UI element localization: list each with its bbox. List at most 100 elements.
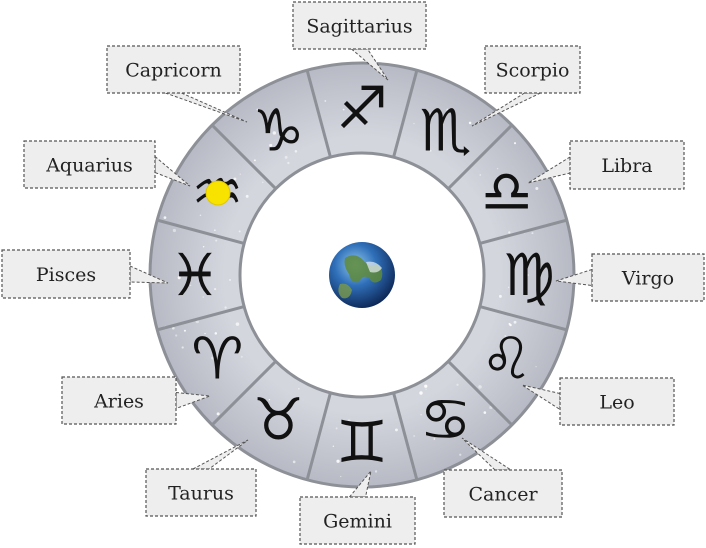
aquarius-label: Aquarius: [45, 155, 133, 177]
star-dot: [456, 383, 459, 386]
star-dot: [204, 332, 206, 335]
star-dot: [235, 322, 240, 326]
callout-box: [292, 1, 427, 50]
star-dot: [292, 460, 296, 464]
star-dot: [430, 112, 433, 115]
star-dot: [433, 438, 436, 440]
virgo-label: Virgo: [621, 268, 674, 290]
sector-divider: [392, 392, 419, 481]
star-dot: [240, 355, 243, 358]
gemini-label: Gemini: [323, 511, 392, 533]
sector-divider: [211, 360, 277, 426]
star-dot: [429, 149, 432, 152]
star-dot: [216, 412, 220, 416]
star-dot: [214, 287, 217, 291]
star-dot: [459, 453, 462, 456]
leo-callout: Leo: [521, 377, 675, 426]
callout-box: [443, 469, 563, 518]
star-dot: [340, 475, 342, 478]
star-dot: [195, 347, 200, 351]
sector-divider: [156, 305, 245, 332]
star-dot: [511, 292, 515, 295]
star-dot: [233, 177, 237, 181]
sun-dot-icon: [205, 180, 231, 206]
sector-divider: [447, 124, 513, 190]
star-dot: [508, 322, 511, 325]
scorpio-callout: Scorpio: [471, 45, 581, 127]
star-dot: [214, 332, 218, 335]
star-dot: [483, 411, 487, 414]
pisces-callout: Pisces: [1, 249, 169, 299]
callout-box: [145, 468, 257, 517]
cancer-glyph-icon: ♋: [420, 386, 472, 454]
leo-glyph-icon: ♌: [481, 325, 533, 393]
star-dot: [211, 356, 215, 360]
star-dot: [256, 108, 259, 111]
star-dot: [515, 188, 519, 192]
virgo-callout: Virgo: [555, 253, 705, 302]
callout-box: [61, 376, 177, 425]
star-dot: [172, 326, 175, 330]
star-dot: [513, 320, 517, 324]
sector-divider: [447, 360, 513, 426]
star-dot: [478, 385, 482, 389]
star-dot: [332, 445, 335, 448]
capricorn-callout: Capricorn: [106, 45, 248, 123]
gemini-callout: Gemini: [299, 470, 416, 545]
callout-pointer: [175, 391, 211, 410]
star-dot: [287, 161, 290, 165]
star-dot: [177, 276, 181, 280]
star-dot: [535, 365, 537, 368]
callout-box: [106, 45, 241, 94]
sagittarius-callout: Sagittarius: [292, 1, 427, 81]
taurus-label: Taurus: [168, 483, 234, 505]
star-dot: [368, 442, 372, 445]
sign-glyphs: ♐♏♎♍♌♋♊♉♈♓♒♑: [169, 74, 555, 476]
callout-box: [569, 140, 685, 190]
star-dot: [374, 470, 378, 473]
callout-pointer: [192, 439, 249, 470]
virgo-glyph-icon: ♍: [503, 241, 555, 309]
taurus-glyph-icon: ♉: [253, 386, 305, 454]
star-dot: [183, 329, 186, 332]
star-dot: [197, 271, 202, 275]
star-dot: [424, 384, 428, 388]
star-dot: [342, 108, 345, 111]
callout-pointer: [348, 470, 372, 498]
star-dot: [446, 108, 449, 112]
callout-box: [484, 45, 581, 94]
star-dot: [262, 181, 264, 184]
ring-dividers: [156, 69, 568, 481]
cancer-callout: Cancer: [443, 437, 563, 518]
capricorn-glyph-icon: ♑: [253, 96, 305, 164]
star-dot: [468, 121, 472, 125]
star-dot: [508, 231, 511, 234]
pisces-label: Pisces: [36, 264, 96, 286]
aries-glyph-icon: ♈: [191, 325, 243, 393]
star-dot: [496, 167, 499, 170]
callout-box: [23, 140, 156, 189]
star-dot: [172, 228, 177, 233]
aquarius-callout: Aquarius: [23, 140, 191, 189]
sector-divider: [305, 69, 332, 158]
star-dot: [207, 181, 210, 184]
sector-divider: [305, 392, 332, 481]
libra-callout: Libra: [527, 140, 685, 190]
star-dot: [215, 239, 218, 242]
star-dot: [175, 334, 178, 337]
sector-divider: [156, 218, 245, 245]
sagittarius-glyph-icon: ♐: [336, 74, 388, 142]
star-dot: [504, 335, 507, 337]
star-dot: [214, 229, 216, 231]
sector-divider: [392, 69, 419, 158]
star-dot: [272, 131, 277, 135]
star-dot: [413, 122, 415, 125]
callout-box: [299, 496, 416, 545]
callout-box: [559, 377, 675, 426]
star-dot: [268, 398, 271, 401]
star-dot: [229, 279, 231, 281]
earth-globe-icon: [329, 242, 395, 308]
star-dot: [513, 142, 517, 145]
star-dot: [419, 391, 423, 395]
